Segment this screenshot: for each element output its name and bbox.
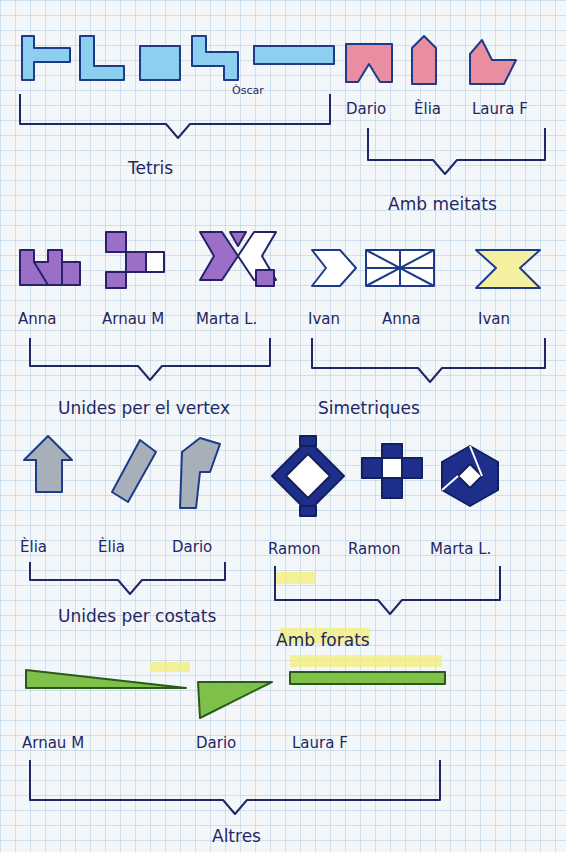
vertex-figure <box>200 232 238 280</box>
author-name: Ivan <box>478 310 510 328</box>
group-bracket <box>30 338 270 380</box>
group-bracket <box>30 562 225 594</box>
group-label: Unides per costats <box>58 606 216 626</box>
highlight-mark <box>150 662 190 672</box>
author-name: Ramon <box>348 540 401 558</box>
tetris-piece <box>22 36 334 80</box>
vertex-figure <box>106 272 126 288</box>
group-bracket <box>20 94 330 138</box>
holed-figure <box>382 444 402 458</box>
half-square-figure <box>346 36 516 84</box>
author-name: Ramon <box>268 540 321 558</box>
author-name: Dario <box>172 538 212 556</box>
holed-figure <box>272 440 344 512</box>
author-name: Òscar <box>232 84 264 97</box>
author-name: Laura F <box>472 100 528 118</box>
tetris-piece <box>80 36 124 80</box>
holed-figure <box>300 506 316 516</box>
group-bracket <box>312 338 545 382</box>
group-bracket <box>368 128 545 174</box>
tetris-piece <box>192 36 238 80</box>
tetris-piece <box>254 46 334 64</box>
author-name: Ivan <box>308 310 340 328</box>
side-joined-figure <box>24 436 72 492</box>
author-name: Èlia <box>20 538 47 556</box>
holed-figure <box>402 458 422 478</box>
author-name: Laura F <box>292 734 348 752</box>
holed-figure <box>272 436 498 516</box>
holed-figure <box>442 476 458 490</box>
author-name: Marta L. <box>430 540 491 558</box>
side-joined-figure <box>180 438 220 508</box>
holed-figure <box>382 478 402 498</box>
vertex-figure <box>34 262 48 285</box>
author-name: Arnau M <box>102 310 164 328</box>
author-name: Anna <box>18 310 56 328</box>
group-bracket <box>30 760 440 814</box>
author-name: Marta L. <box>196 310 257 328</box>
group-label: Unides per el vertex <box>58 398 230 418</box>
author-name: Dario <box>346 100 386 118</box>
half-square-figure <box>470 40 516 84</box>
vertex-figure <box>256 270 274 286</box>
group-bracket <box>275 566 500 614</box>
group-label: Simetriques <box>318 398 420 418</box>
group-bracket <box>20 94 545 814</box>
vertex-figure <box>106 232 126 252</box>
group-label: Tetris <box>128 158 173 178</box>
symmetric-figure <box>366 267 434 269</box>
half-square-figure <box>412 36 436 84</box>
highlight-mark <box>290 655 442 667</box>
other-figure <box>290 672 445 684</box>
other-figure <box>26 670 445 718</box>
highlight-mark <box>275 572 315 584</box>
symmetric-figure <box>312 250 356 286</box>
symmetric-figure <box>366 250 434 286</box>
half-square-figure <box>346 44 392 82</box>
vertex-figure <box>20 250 80 285</box>
group-label: Amb forats <box>276 630 370 650</box>
author-name: Arnau M <box>22 734 84 752</box>
vertex-figure <box>230 232 246 246</box>
group-label: Altres <box>212 826 261 846</box>
tetris-piece <box>22 36 70 80</box>
author-name: Èlia <box>98 538 125 556</box>
side-joined-figure <box>24 436 220 508</box>
tetris-piece <box>140 46 180 80</box>
vertex-figure <box>146 252 164 272</box>
holed-figure <box>300 436 316 446</box>
symmetric-figure <box>366 250 434 286</box>
symmetric-figure <box>312 250 540 288</box>
holed-figure <box>470 446 482 476</box>
vertex-figure <box>20 232 276 288</box>
vertex-figure <box>126 252 146 272</box>
side-joined-figure <box>112 440 156 502</box>
symmetric-figure <box>366 250 434 286</box>
vertex-figure <box>61 262 63 285</box>
holed-figure <box>382 458 402 478</box>
holed-figure <box>362 458 382 478</box>
holed-figure <box>442 446 498 506</box>
author-name: Èlia <box>414 100 441 118</box>
other-figure <box>198 682 272 718</box>
group-label: Amb meitats <box>388 194 497 214</box>
symmetric-figure <box>476 250 540 288</box>
author-name: Dario <box>196 734 236 752</box>
author-name: Anna <box>382 310 420 328</box>
holed-figure <box>286 454 330 498</box>
other-figure <box>26 670 186 688</box>
